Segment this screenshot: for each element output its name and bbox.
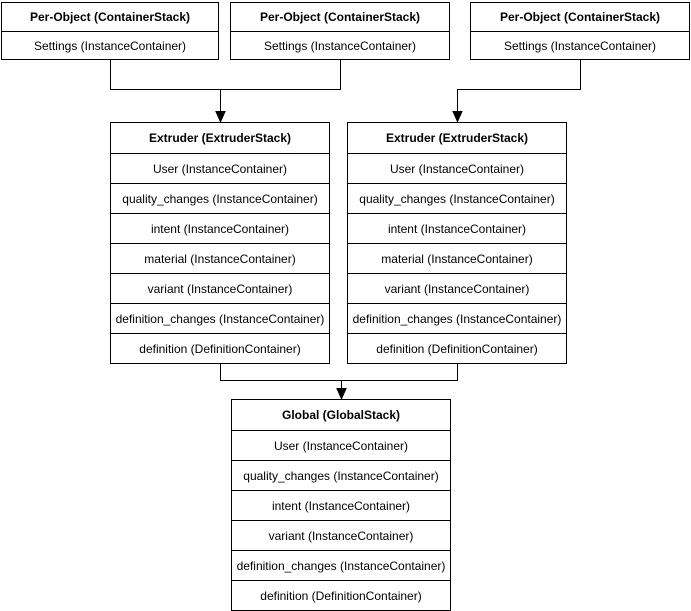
node-title: Extruder (ExtruderStack) bbox=[148, 131, 292, 145]
per-object-right-to-extruder-right-arrow bbox=[452, 58, 581, 123]
node-title: Global (GlobalStack) bbox=[281, 408, 401, 422]
per-object-stack-middle: Per-Object (ContainerStack) Settings (In… bbox=[230, 2, 450, 60]
node-row: definition (DefinitionContainer) bbox=[348, 333, 566, 363]
node-row: User (InstanceContainer) bbox=[232, 430, 450, 460]
node-row: variant (InstanceContainer) bbox=[348, 273, 566, 303]
extruder-stack-right: Extruder (ExtruderStack) User (InstanceC… bbox=[347, 122, 567, 364]
node-row: Settings (InstanceContainer) bbox=[2, 31, 218, 59]
node-row: definition_changes (InstanceContainer) bbox=[111, 303, 329, 333]
node-row: quality_changes (InstanceContainer) bbox=[348, 183, 566, 213]
node-row: definition (DefinitionContainer) bbox=[232, 580, 450, 610]
node-row: definition (DefinitionContainer) bbox=[111, 333, 329, 363]
node-row: intent (InstanceContainer) bbox=[111, 213, 329, 243]
node-row: definition_changes (InstanceContainer) bbox=[348, 303, 566, 333]
arrowhead-icon bbox=[452, 111, 463, 123]
node-row: quality_changes (InstanceContainer) bbox=[232, 460, 450, 490]
per-object-left-to-extruder-left-arrow bbox=[110, 58, 226, 123]
extruder-stack-left: Extruder (ExtruderStack) User (InstanceC… bbox=[110, 122, 330, 364]
per-object-stack-right: Per-Object (ContainerStack) Settings (In… bbox=[470, 2, 690, 60]
node-row: variant (InstanceContainer) bbox=[111, 273, 329, 303]
per-object-middle-to-extruder-left-arrow bbox=[215, 58, 341, 123]
node-row: intent (InstanceContainer) bbox=[348, 213, 566, 243]
node-row: Settings (InstanceContainer) bbox=[471, 31, 689, 59]
node-row: quality_changes (InstanceContainer) bbox=[111, 183, 329, 213]
node-row: intent (InstanceContainer) bbox=[232, 490, 450, 520]
node-title: Per-Object (ContainerStack) bbox=[29, 10, 191, 24]
node-title: Per-Object (ContainerStack) bbox=[259, 10, 421, 24]
node-title: Extruder (ExtruderStack) bbox=[385, 131, 529, 145]
node-row: material (InstanceContainer) bbox=[348, 243, 566, 273]
extruder-right-to-global-arrow bbox=[336, 362, 458, 400]
node-row: definition_changes (InstanceContainer) bbox=[232, 550, 450, 580]
extruder-left-to-global-arrow bbox=[220, 362, 347, 400]
node-row: Settings (InstanceContainer) bbox=[231, 31, 449, 59]
per-object-stack-left: Per-Object (ContainerStack) Settings (In… bbox=[1, 2, 219, 60]
arrowhead-icon bbox=[336, 388, 347, 400]
arrowhead-icon bbox=[215, 111, 226, 123]
global-stack: Global (GlobalStack) User (InstanceConta… bbox=[231, 399, 451, 611]
node-title: Per-Object (ContainerStack) bbox=[499, 10, 661, 24]
node-row: User (InstanceContainer) bbox=[111, 153, 329, 183]
node-row: variant (InstanceContainer) bbox=[232, 520, 450, 550]
node-row: User (InstanceContainer) bbox=[348, 153, 566, 183]
node-row: material (InstanceContainer) bbox=[111, 243, 329, 273]
